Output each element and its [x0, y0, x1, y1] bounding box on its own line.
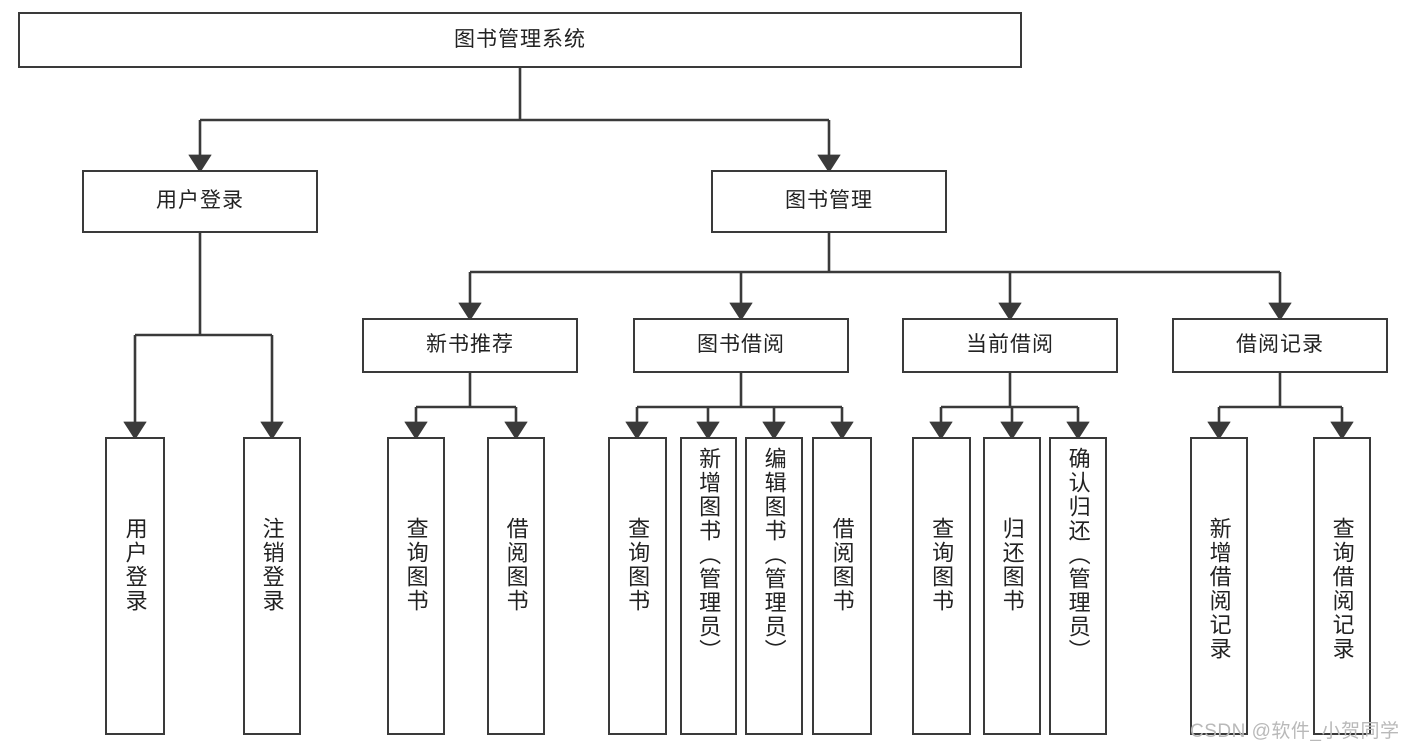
node-borrow-record-label: 借阅记录 — [1236, 333, 1324, 357]
node-current-borrow-label: 当前借阅 — [966, 333, 1054, 357]
node-leaf-user-login[interactable]: 用户登录 — [105, 437, 165, 735]
node-book-borrow[interactable]: 图书借阅 — [633, 318, 849, 373]
node-leaf-borrow-book-1[interactable]: 借阅图书 — [487, 437, 545, 735]
node-user-login-label: 用户登录 — [156, 189, 244, 213]
node-new-book-rec-label: 新书推荐 — [426, 333, 514, 357]
node-leaf-query-book-3-label: 查询图书 — [929, 517, 955, 613]
node-leaf-confirm-return-label: 确认归还（管理员） — [1065, 447, 1091, 663]
node-leaf-add-record[interactable]: 新增借阅记录 — [1190, 437, 1248, 735]
node-leaf-confirm-return[interactable]: 确认归还（管理员） — [1049, 437, 1107, 735]
node-leaf-add-book[interactable]: 新增图书（管理员） — [680, 437, 737, 735]
node-borrow-record[interactable]: 借阅记录 — [1172, 318, 1388, 373]
node-leaf-borrow-book-1-label: 借阅图书 — [503, 517, 529, 613]
watermark: CSDN @软件_小贺同学 — [1190, 721, 1400, 742]
node-leaf-logout-label: 注销登录 — [259, 517, 285, 613]
node-leaf-query-book-1[interactable]: 查询图书 — [387, 437, 445, 735]
node-leaf-edit-book[interactable]: 编辑图书（管理员） — [745, 437, 803, 735]
node-root-label: 图书管理系统 — [454, 27, 586, 51]
node-leaf-edit-book-label: 编辑图书（管理员） — [761, 447, 787, 663]
node-new-book-rec[interactable]: 新书推荐 — [362, 318, 578, 373]
node-leaf-query-book-2-label: 查询图书 — [625, 517, 651, 613]
node-user-login[interactable]: 用户登录 — [82, 170, 318, 233]
node-leaf-add-record-label: 新增借阅记录 — [1206, 517, 1232, 661]
node-leaf-return-book[interactable]: 归还图书 — [983, 437, 1041, 735]
node-leaf-query-book-1-label: 查询图书 — [403, 517, 429, 613]
node-leaf-query-record-label: 查询借阅记录 — [1329, 517, 1355, 661]
node-leaf-borrow-book-2[interactable]: 借阅图书 — [812, 437, 872, 735]
node-book-borrow-label: 图书借阅 — [697, 333, 785, 357]
node-leaf-user-login-label: 用户登录 — [122, 517, 148, 613]
node-leaf-add-book-label: 新增图书（管理员） — [696, 447, 722, 663]
node-leaf-borrow-book-2-label: 借阅图书 — [829, 517, 855, 613]
node-current-borrow[interactable]: 当前借阅 — [902, 318, 1118, 373]
node-book-manage-label: 图书管理 — [785, 189, 873, 213]
node-leaf-return-book-label: 归还图书 — [999, 517, 1025, 613]
node-leaf-query-book-3[interactable]: 查询图书 — [912, 437, 971, 735]
node-leaf-logout[interactable]: 注销登录 — [243, 437, 301, 735]
node-leaf-query-record[interactable]: 查询借阅记录 — [1313, 437, 1371, 735]
node-book-manage[interactable]: 图书管理 — [711, 170, 947, 233]
node-root[interactable]: 图书管理系统 — [18, 12, 1022, 68]
node-leaf-query-book-2[interactable]: 查询图书 — [608, 437, 667, 735]
